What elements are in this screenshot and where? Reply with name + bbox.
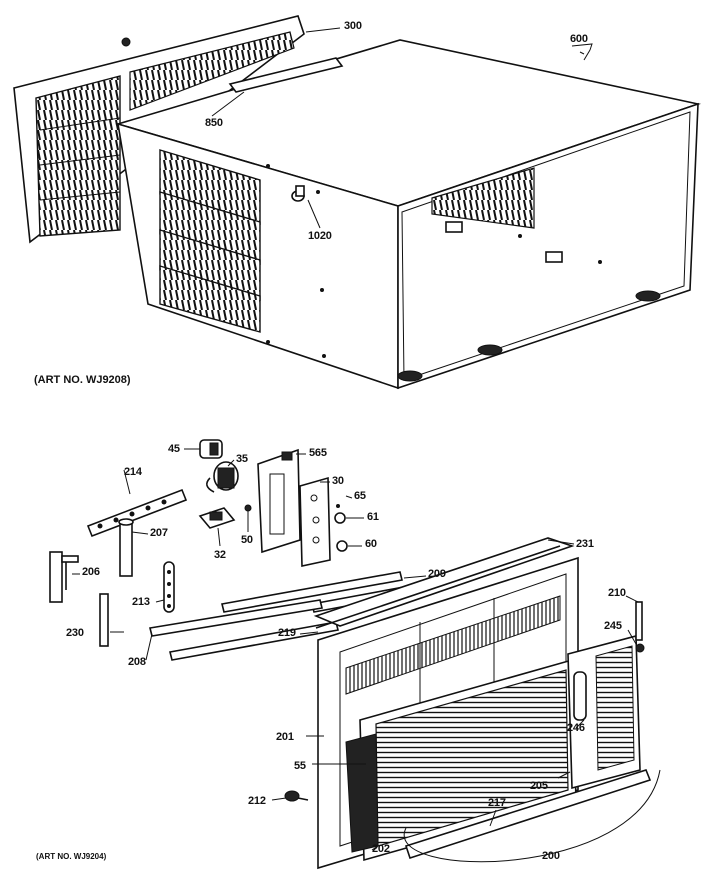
art-number-top: (ART NO. WJ9208) bbox=[34, 374, 131, 386]
label-565: 565 bbox=[309, 447, 327, 459]
part-207 bbox=[118, 518, 134, 577]
hinge-206 bbox=[49, 551, 79, 603]
label-200: 200 bbox=[542, 850, 560, 862]
label-45: 45 bbox=[168, 443, 180, 455]
switch-35 bbox=[206, 461, 239, 493]
control-panel-565 bbox=[257, 448, 301, 554]
knob-45 bbox=[199, 439, 223, 459]
label-209: 209 bbox=[428, 568, 446, 580]
part-213 bbox=[163, 561, 175, 613]
part-219 bbox=[315, 545, 561, 629]
label-231: 231 bbox=[576, 538, 594, 550]
strip-850 bbox=[228, 57, 344, 93]
label-245: 245 bbox=[604, 620, 622, 632]
bar-209 bbox=[221, 571, 403, 613]
plug-1020 bbox=[291, 185, 305, 202]
label-210: 210 bbox=[608, 587, 626, 599]
label-850: 850 bbox=[205, 117, 223, 129]
label-30: 30 bbox=[332, 475, 344, 487]
part-50 bbox=[244, 504, 252, 524]
label-65: 65 bbox=[354, 490, 366, 502]
relay-32 bbox=[198, 507, 236, 529]
art-number-bottom: (ART NO. WJ9204) bbox=[36, 852, 107, 861]
bracket-214 bbox=[86, 488, 188, 538]
label-1020: 1020 bbox=[308, 230, 332, 242]
part-245 bbox=[635, 643, 645, 653]
strip-217 bbox=[404, 769, 652, 860]
label-300: 300 bbox=[344, 20, 362, 32]
label-55: 55 bbox=[294, 760, 306, 772]
label-201: 201 bbox=[276, 731, 294, 743]
part-60 bbox=[336, 540, 348, 552]
label-60: 60 bbox=[365, 538, 377, 550]
label-205: 205 bbox=[530, 780, 548, 792]
screw-212 bbox=[284, 790, 309, 802]
label-246: 246 bbox=[567, 722, 585, 734]
plate-30 bbox=[299, 476, 331, 567]
label-50: 50 bbox=[241, 534, 253, 546]
label-61: 61 bbox=[367, 511, 379, 523]
label-208: 208 bbox=[128, 656, 146, 668]
label-230: 230 bbox=[66, 627, 84, 639]
label-202: 202 bbox=[372, 843, 390, 855]
label-207: 207 bbox=[150, 527, 168, 539]
label-32: 32 bbox=[214, 549, 226, 561]
side-grille-205 bbox=[567, 634, 641, 790]
part-210 bbox=[635, 601, 643, 641]
label-219: 219 bbox=[278, 627, 296, 639]
rod-230 bbox=[99, 593, 109, 647]
label-213: 213 bbox=[132, 596, 150, 608]
label-217: 217 bbox=[488, 797, 506, 809]
label-212: 212 bbox=[248, 795, 266, 807]
label-35: 35 bbox=[236, 453, 248, 465]
label-214: 214 bbox=[124, 466, 142, 478]
label-600: 600 bbox=[570, 33, 588, 45]
label-206: 206 bbox=[82, 566, 100, 578]
bar-208 bbox=[149, 599, 323, 637]
part-61 bbox=[334, 512, 346, 524]
